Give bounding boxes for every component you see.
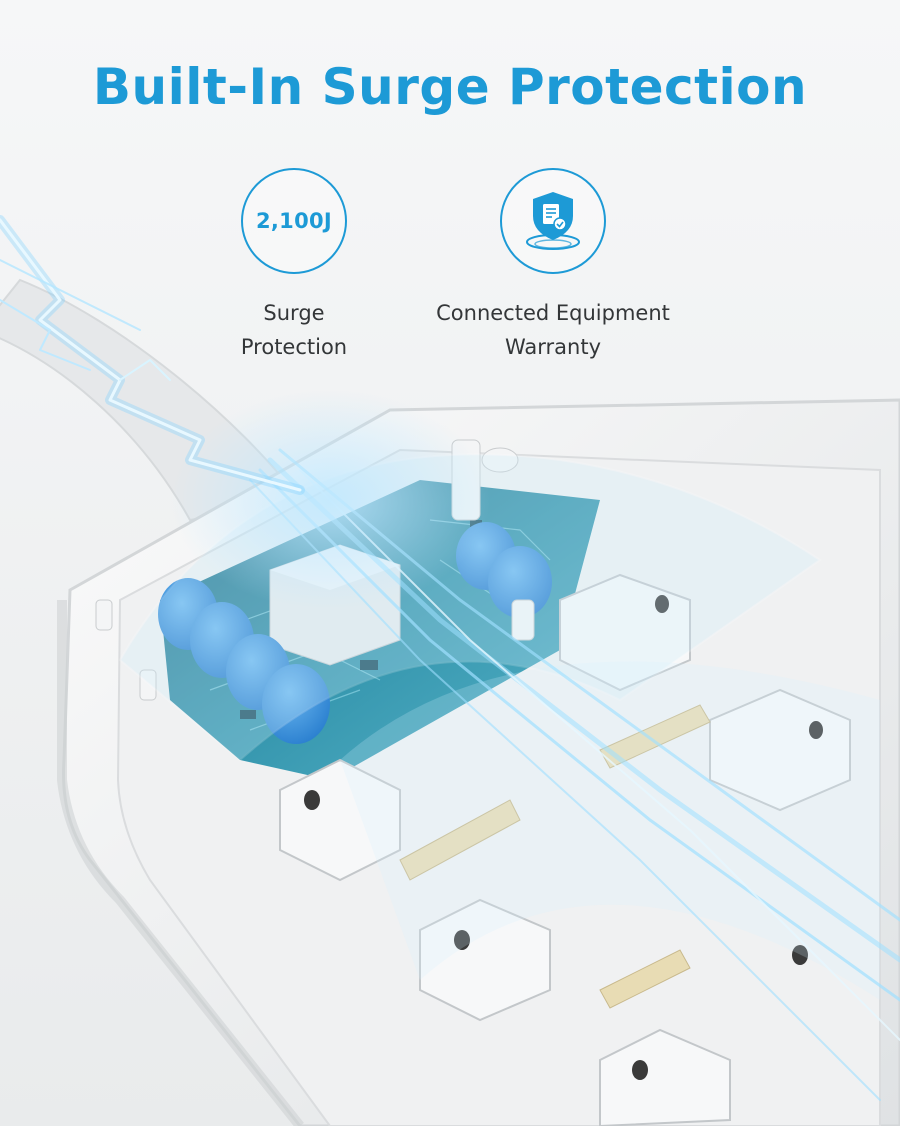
warranty-badge — [500, 168, 606, 274]
feature-surge-protection: 2,100J Surge Protection — [194, 168, 394, 364]
outlet-receptacles — [279, 573, 851, 1126]
feature-label-surge: Surge Protection — [240, 301, 348, 359]
feature-equipment-warranty: Connected Equipment Warranty — [418, 168, 688, 364]
joule-rating-badge: 2,100J — [241, 168, 347, 274]
page-title: Built-In Surge Protection — [92, 58, 808, 116]
shield-document-icon — [526, 192, 580, 250]
lightning-bolt — [0, 215, 305, 495]
joule-rating-value: 2,100J — [255, 209, 333, 233]
feature-label-warranty: Connected Equipment Warranty — [436, 301, 670, 359]
surge-capacitors — [158, 522, 552, 744]
